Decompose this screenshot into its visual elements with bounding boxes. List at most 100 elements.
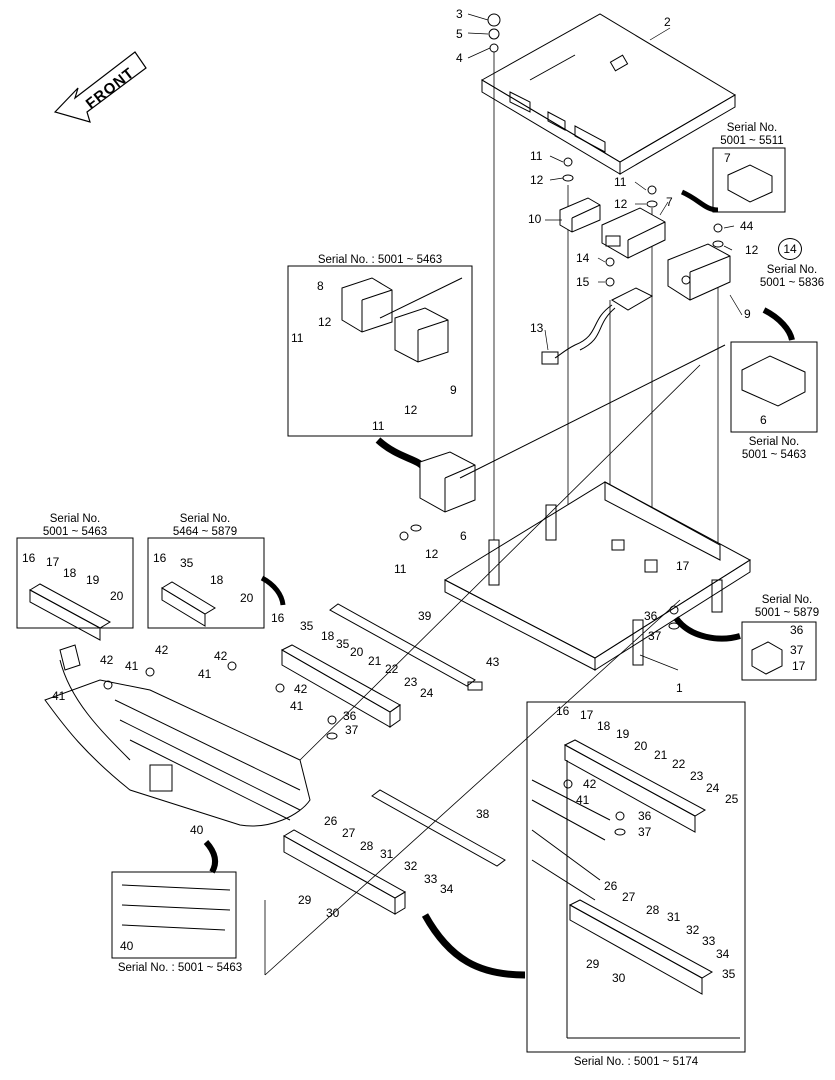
inset-box-bottom-right bbox=[526, 701, 746, 1053]
part-number: 36 bbox=[638, 809, 652, 823]
part-number: 9 bbox=[450, 383, 457, 397]
pointer-curve bbox=[375, 437, 429, 472]
part-number: 18 bbox=[210, 573, 224, 587]
part-number: 17 bbox=[792, 659, 806, 673]
part-number: 25 bbox=[725, 792, 739, 806]
part-number: 16 bbox=[556, 704, 570, 718]
part-number: 18 bbox=[63, 566, 77, 580]
part-number: 38 bbox=[476, 807, 490, 821]
part-number: 13 bbox=[530, 321, 544, 335]
part-number: 18 bbox=[321, 629, 335, 643]
part-number: 29 bbox=[586, 957, 600, 971]
relay-9 bbox=[667, 243, 731, 301]
part-number: 33 bbox=[424, 872, 438, 886]
part-number: 16 bbox=[153, 551, 167, 565]
relay-row-lower bbox=[283, 829, 406, 915]
part-number: 16 bbox=[22, 551, 36, 565]
part-number: 14 bbox=[576, 251, 590, 265]
serial-note: Serial No.5001 ~ 5511 bbox=[720, 122, 784, 147]
part-number: 28 bbox=[646, 903, 660, 917]
part-number: 12 bbox=[530, 173, 544, 187]
part-number: 33 bbox=[702, 934, 716, 948]
part-number: 24 bbox=[420, 686, 434, 700]
pointer-curve-6 bbox=[762, 307, 795, 341]
part-number: 20 bbox=[110, 589, 124, 603]
inset-box-7 bbox=[712, 147, 786, 213]
part-number: 36 bbox=[343, 709, 357, 723]
part-number: 17 bbox=[46, 555, 60, 569]
part-number: 41 bbox=[52, 689, 66, 703]
part-number: 3 bbox=[456, 7, 463, 21]
part-number: 6 bbox=[460, 529, 467, 543]
harness-13 bbox=[541, 287, 654, 365]
part-number: 35 bbox=[300, 619, 314, 633]
part-number: 11 bbox=[372, 419, 385, 433]
part-number: 7 bbox=[666, 195, 673, 209]
part-number: 12 bbox=[614, 197, 628, 211]
part-number: 37 bbox=[345, 723, 359, 737]
inset-bottom-right-parts bbox=[531, 739, 714, 995]
leader-lines bbox=[467, 13, 743, 671]
part-number: 21 bbox=[654, 748, 668, 762]
part-number: 37 bbox=[638, 825, 652, 839]
bracket-10 bbox=[559, 197, 601, 233]
part-number: 26 bbox=[604, 879, 618, 893]
part-number: 5 bbox=[456, 27, 463, 41]
pointer-curve-17 bbox=[673, 616, 741, 642]
relay-7 bbox=[601, 207, 666, 259]
pointer-curve-40 bbox=[203, 839, 219, 874]
part-number: 23 bbox=[404, 675, 418, 689]
part-number: 17 bbox=[676, 559, 690, 573]
serial-note: Serial No. : 5001 ~ 5174 bbox=[573, 1056, 699, 1068]
part-number: 42 bbox=[155, 643, 169, 657]
part-number: 40 bbox=[120, 939, 134, 953]
part-number: 12 bbox=[404, 403, 418, 417]
strip-38 bbox=[371, 789, 506, 867]
part-number: 8 bbox=[317, 279, 324, 293]
part-number: 35 bbox=[180, 556, 194, 570]
part-number: 41 bbox=[125, 659, 139, 673]
part-number: 41 bbox=[576, 793, 590, 807]
serial-note: Serial No.5001 ~ 5836 bbox=[759, 264, 825, 289]
part-number: 27 bbox=[342, 826, 356, 840]
part-number: 44 bbox=[740, 219, 754, 233]
inset-box-8-9 bbox=[287, 265, 473, 437]
part-number: 9 bbox=[744, 307, 751, 321]
part-number: 19 bbox=[616, 727, 630, 741]
part-number: 42 bbox=[100, 653, 114, 667]
part-number: 42 bbox=[583, 777, 597, 791]
inset-relay-b bbox=[147, 537, 265, 629]
part-number: 41 bbox=[290, 699, 304, 713]
part-number: 2 bbox=[664, 15, 671, 29]
part-number: 23 bbox=[690, 769, 704, 783]
part-number: 7 bbox=[724, 151, 731, 165]
part-number: 16 bbox=[271, 611, 285, 625]
pointer-curve-relay bbox=[260, 575, 286, 606]
serial-note: Serial No.5001 ~ 5879 bbox=[754, 594, 820, 619]
part-number: 10 bbox=[528, 212, 542, 226]
part-number: 22 bbox=[672, 757, 686, 771]
pad-43 bbox=[467, 681, 483, 691]
inset-relays bbox=[341, 277, 463, 363]
part-number: 27 bbox=[622, 890, 636, 904]
part-number: 18 bbox=[597, 719, 611, 733]
relay-row-upper bbox=[280, 644, 401, 728]
part-number: 37 bbox=[648, 629, 662, 643]
part-number: 30 bbox=[326, 906, 340, 920]
part-number: 24 bbox=[706, 781, 720, 795]
circled-reference: 14 bbox=[778, 238, 802, 260]
part-number: 42 bbox=[294, 682, 308, 696]
part-number: 41 bbox=[198, 667, 212, 681]
part-number: 20 bbox=[634, 739, 648, 753]
part-number: 36 bbox=[790, 623, 804, 637]
harness-assembly bbox=[44, 644, 311, 827]
part-number: 26 bbox=[324, 814, 338, 828]
serial-note: Serial No.5464 ~ 5879 bbox=[172, 513, 238, 538]
part-number: 17 bbox=[580, 708, 594, 722]
part-number: 32 bbox=[686, 923, 700, 937]
part-number: 15 bbox=[576, 275, 590, 289]
part-number: 37 bbox=[790, 643, 804, 657]
part-number: 29 bbox=[298, 893, 312, 907]
part-number: 34 bbox=[716, 947, 730, 961]
